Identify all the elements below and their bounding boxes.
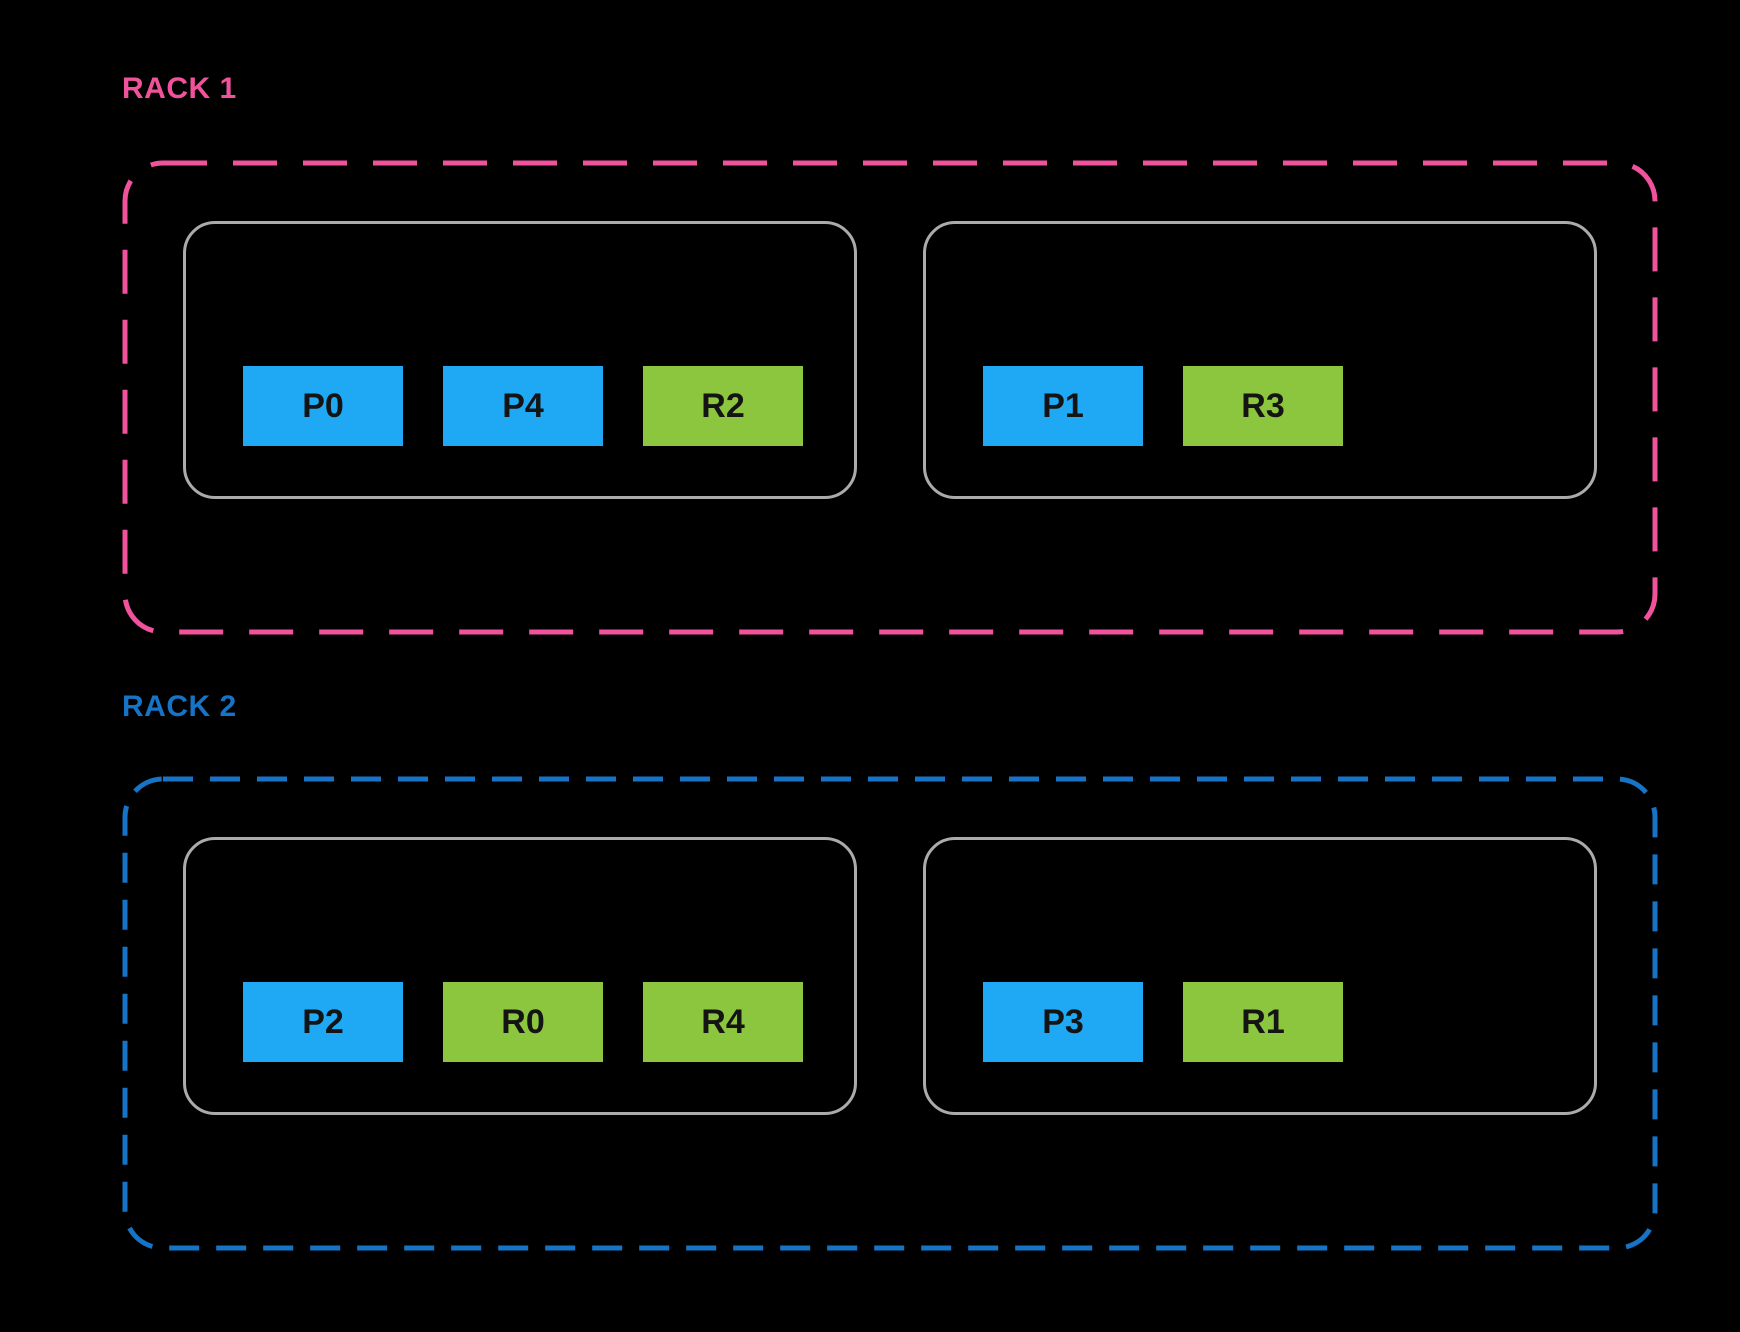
- replica-shard-r3-block: R3: [1183, 366, 1343, 446]
- rack-1-boundary: P0 P4 R2 P1 R3: [122, 160, 1658, 635]
- rack-1-label: RACK 1: [122, 72, 237, 105]
- rack-2-node-2: P3 R1: [923, 837, 1597, 1115]
- replica-shard-r2-block: R2: [643, 366, 803, 446]
- primary-shard-p0-block: P0: [243, 366, 403, 446]
- rack-2-node-1: P2 R0 R4: [183, 837, 857, 1115]
- replica-shard-r1-block: R1: [1183, 982, 1343, 1062]
- replica-shard-r4-block: R4: [643, 982, 803, 1062]
- rack-2-label: RACK 2: [122, 690, 237, 723]
- primary-shard-p1-block: P1: [983, 366, 1143, 446]
- rack-2-dashed-border-icon: [122, 776, 1658, 1251]
- primary-shard-p2-block: P2: [243, 982, 403, 1062]
- replica-shard-r0-block: R0: [443, 982, 603, 1062]
- rack-2-boundary: P2 R0 R4 P3 R1: [122, 776, 1658, 1251]
- primary-shard-p3-block: P3: [983, 982, 1143, 1062]
- rack-1-node-2: P1 R3: [923, 221, 1597, 499]
- rack-1-dashed-border-icon: [122, 160, 1658, 635]
- rack-1-node-1: P0 P4 R2: [183, 221, 857, 499]
- primary-shard-p4-block: P4: [443, 366, 603, 446]
